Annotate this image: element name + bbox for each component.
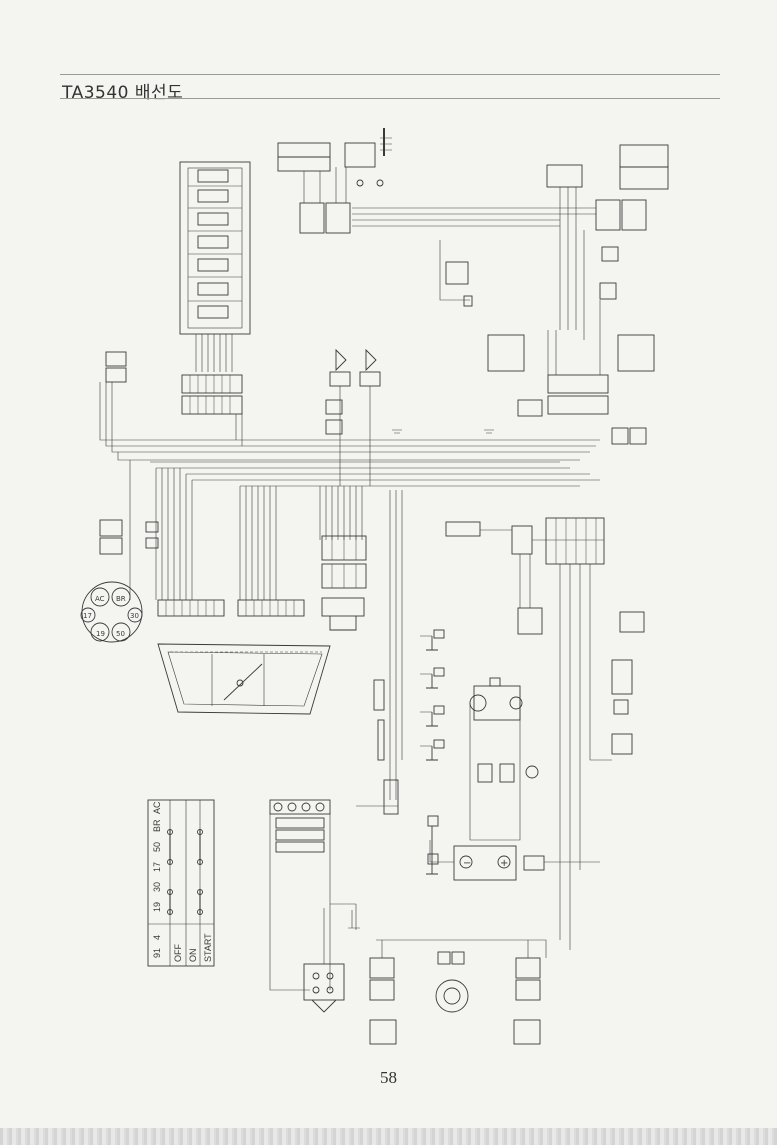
switch-col-19: 19 xyxy=(152,902,162,912)
fuse-harness xyxy=(195,334,233,372)
ign-term-30: 30 xyxy=(130,612,139,620)
battery-plus: + xyxy=(500,858,508,869)
switch-col-17: 17 xyxy=(152,862,162,872)
center-multi-connector xyxy=(321,535,367,631)
ign-term-19: 19 xyxy=(96,630,105,638)
ign-term-17: 17 xyxy=(83,612,92,620)
starter-motor xyxy=(469,677,539,841)
ign-term-50: 50 xyxy=(116,630,125,638)
left-lower-components xyxy=(269,679,399,1013)
switch-row-on: ON xyxy=(188,949,198,963)
ign-term-ac: AC xyxy=(95,595,105,603)
switch-row-off: OFF xyxy=(173,944,183,962)
header-rule-bottom xyxy=(60,98,720,99)
fuse-box xyxy=(179,161,251,335)
instrument-connectors xyxy=(157,599,305,617)
switch-col-30: 30 xyxy=(152,882,162,892)
switch-col-4: 4 xyxy=(152,935,162,940)
instrument-panel xyxy=(157,643,331,715)
switch-col-91: 91 xyxy=(152,948,162,958)
ign-term-br: BR xyxy=(116,595,126,603)
top-left-components xyxy=(277,128,392,234)
switch-position-table xyxy=(147,799,215,967)
switch-table-labels: 91 4 19 30 17 50 BR AC OFF ON START xyxy=(152,801,213,962)
switch-row-start: START xyxy=(203,933,213,962)
battery: − + xyxy=(426,815,600,881)
horn-connector xyxy=(105,351,127,383)
scan-edge-strip xyxy=(0,1128,777,1145)
switch-col-br: BR xyxy=(152,819,162,832)
page-number: 58 xyxy=(380,1068,397,1087)
main-harness xyxy=(99,382,600,600)
switch-col-50: 50 xyxy=(152,842,162,852)
sensor-column xyxy=(389,490,445,800)
right-center-connectors xyxy=(445,517,645,950)
central-connector-pair xyxy=(181,374,243,415)
center-upper-components xyxy=(325,240,473,486)
bottom-components xyxy=(369,939,547,1045)
ignition-switch: AC BR 17 30 19 50 xyxy=(80,519,159,643)
battery-minus: − xyxy=(463,858,471,869)
top-right-components xyxy=(352,144,669,445)
switch-col-ac: AC xyxy=(152,801,162,814)
header-rule-top xyxy=(60,74,720,75)
ground-symbols xyxy=(348,429,494,929)
